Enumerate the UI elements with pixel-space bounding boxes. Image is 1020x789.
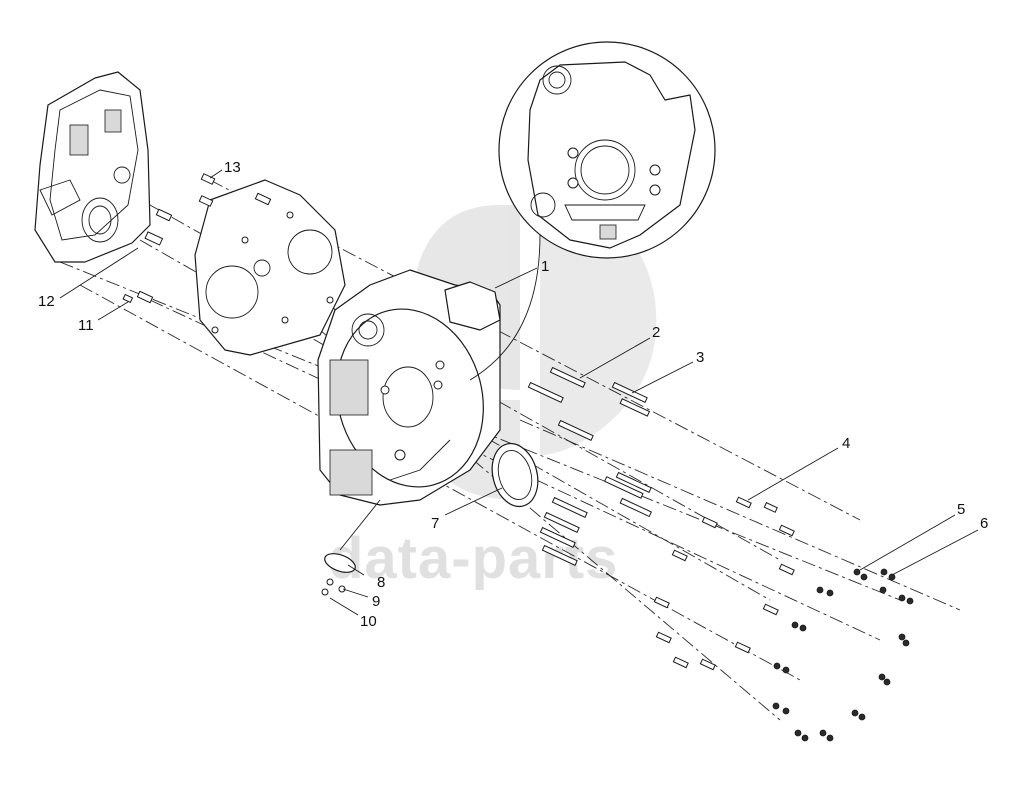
seal-ring bbox=[491, 442, 539, 508]
callout-9: 9 bbox=[372, 593, 380, 610]
callout-13: 13 bbox=[224, 159, 241, 176]
leader-lines bbox=[59, 169, 979, 616]
callout-6: 6 bbox=[980, 515, 988, 532]
bolt-group bbox=[122, 173, 795, 671]
cover-plate bbox=[321, 553, 356, 596]
housing-gasket bbox=[194, 179, 346, 356]
detail-view-inset bbox=[469, 41, 716, 381]
callout-labels: 1 2 3 4 5 6 7 8 9 10 11 12 13 bbox=[38, 159, 988, 630]
callout-12: 12 bbox=[38, 293, 55, 310]
flywheel-housing bbox=[317, 269, 501, 506]
callout-10: 10 bbox=[360, 613, 377, 630]
watermark-brand-text: data-parts bbox=[328, 526, 618, 591]
callout-5: 5 bbox=[957, 501, 965, 518]
front-cover-casting bbox=[34, 71, 151, 263]
callout-8: 8 bbox=[377, 574, 385, 591]
callout-2: 2 bbox=[652, 324, 660, 341]
nut-group bbox=[772, 568, 914, 742]
callout-4: 4 bbox=[842, 435, 850, 452]
callout-3: 3 bbox=[696, 349, 704, 366]
callout-7: 7 bbox=[431, 515, 439, 532]
callout-1: 1 bbox=[541, 258, 549, 275]
callout-11: 11 bbox=[78, 317, 94, 334]
